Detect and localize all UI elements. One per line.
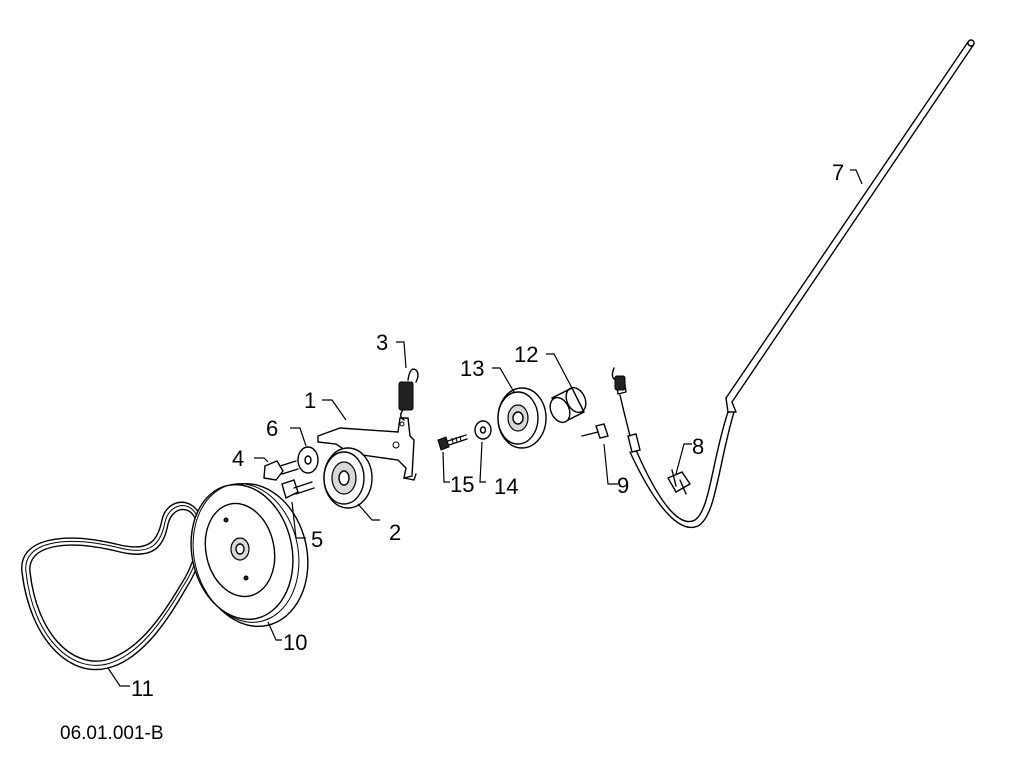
spring-part-3	[398, 368, 419, 421]
callout-12: 12	[514, 342, 538, 367]
callout-1: 1	[304, 388, 316, 413]
spacer-part-12	[549, 386, 587, 424]
washer-part-14	[474, 420, 492, 440]
cable-clip-part-8	[667, 469, 691, 495]
bolt-part-9	[581, 423, 609, 439]
v-belt-part-11	[21, 501, 205, 671]
callout-9: 9	[617, 473, 629, 498]
nut-part-4	[263, 460, 299, 481]
callout-2: 2	[389, 520, 401, 545]
callout-6: 6	[266, 416, 278, 441]
control-cable-part-7	[611, 39, 975, 529]
bolt-part-5	[281, 479, 315, 500]
callout-14: 14	[494, 474, 518, 499]
bolt-part-15	[437, 434, 468, 451]
callout-4: 4	[232, 446, 244, 471]
idler-bracket-part-1	[317, 417, 417, 481]
callout-15: 15	[450, 472, 474, 497]
callout-10: 10	[283, 630, 307, 655]
callouts: 1 2 3 4 5 6 7 8 9 10 11 12 13 14 15	[131, 160, 844, 701]
callout-3: 3	[376, 330, 388, 355]
callout-11: 11	[131, 676, 154, 701]
callout-13: 13	[460, 356, 484, 381]
callout-7: 7	[832, 160, 844, 185]
callout-8: 8	[692, 434, 704, 459]
idler-pulley-part-13	[497, 387, 547, 449]
drawing-code: 06.01.001-B	[60, 723, 164, 744]
callout-5: 5	[311, 527, 323, 552]
leader-lines	[107, 169, 863, 687]
pulley-part-10	[190, 482, 309, 628]
idler-pulley-part-2	[323, 447, 373, 509]
washer-part-6	[297, 446, 319, 474]
